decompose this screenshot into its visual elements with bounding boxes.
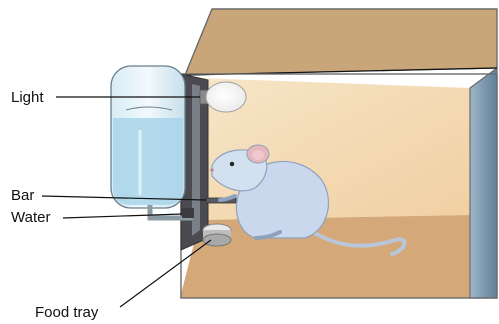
food-tray-label: Food tray	[35, 304, 99, 321]
box-top	[185, 9, 497, 75]
light-label: Light	[11, 89, 44, 106]
bar-label: Bar	[11, 187, 34, 204]
water-bottle-icon	[111, 66, 194, 218]
box-right-wall	[470, 68, 497, 298]
water-label: Water	[11, 209, 50, 226]
